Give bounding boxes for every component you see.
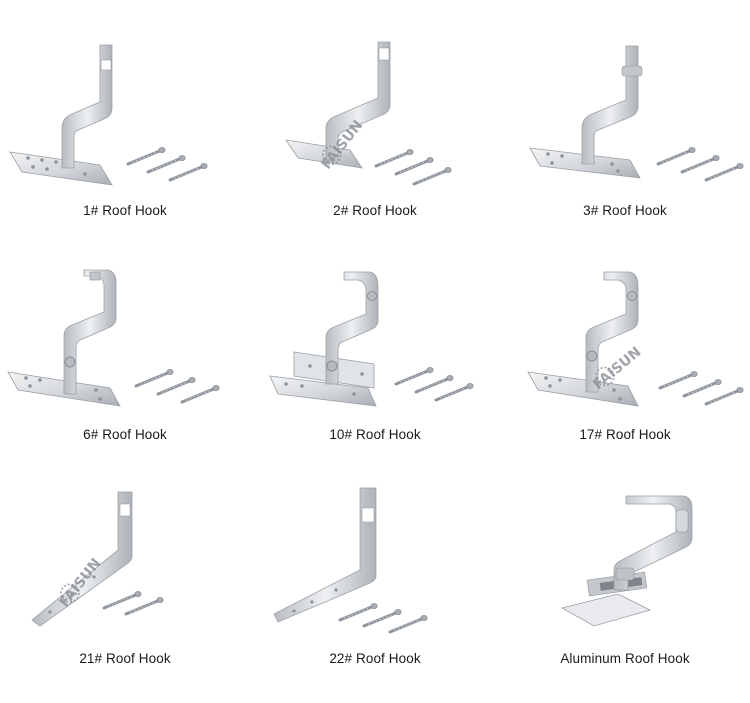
product-label: 2# Roof Hook	[333, 203, 417, 218]
roof-hook-3-image	[529, 45, 745, 182]
product-card-aluminum: Aluminum Roof Hook	[500, 448, 750, 672]
product-label: Aluminum Roof Hook	[560, 651, 690, 666]
product-label: 17# Roof Hook	[579, 427, 671, 442]
roof-hook-6-image	[7, 269, 221, 407]
roof-hook-1-image	[9, 44, 209, 186]
product-card-2: FAISUN 2# Roof Hook	[250, 0, 500, 224]
roof-hook-21-image: FAISUN	[31, 491, 165, 627]
aluminum-roof-hook-image	[560, 495, 693, 627]
product-card-1: 1# Roof Hook	[0, 0, 250, 224]
product-label: 21# Roof Hook	[79, 651, 171, 666]
product-card-3: 3# Roof Hook	[500, 0, 750, 224]
roof-hook-17-image: FAISUN	[527, 271, 745, 407]
product-label: 1# Roof Hook	[83, 203, 167, 218]
product-card-10: 10# Roof Hook	[250, 224, 500, 448]
roof-hook-10-image	[269, 271, 475, 407]
product-label: 3# Roof Hook	[583, 203, 667, 218]
product-label: 10# Roof Hook	[329, 427, 421, 442]
product-card-17: FAISUN 17# Roof Hook	[500, 224, 750, 448]
roof-hook-2-image: FAISUN	[285, 41, 453, 186]
roof-hook-22-image	[273, 487, 429, 634]
product-card-21: FAISUN 21# Roof Hook	[0, 448, 250, 672]
product-card-6: 6# Roof Hook	[0, 224, 250, 448]
product-card-22: 22# Roof Hook	[250, 448, 500, 672]
product-label: 22# Roof Hook	[329, 651, 421, 666]
product-label: 6# Roof Hook	[83, 427, 167, 442]
